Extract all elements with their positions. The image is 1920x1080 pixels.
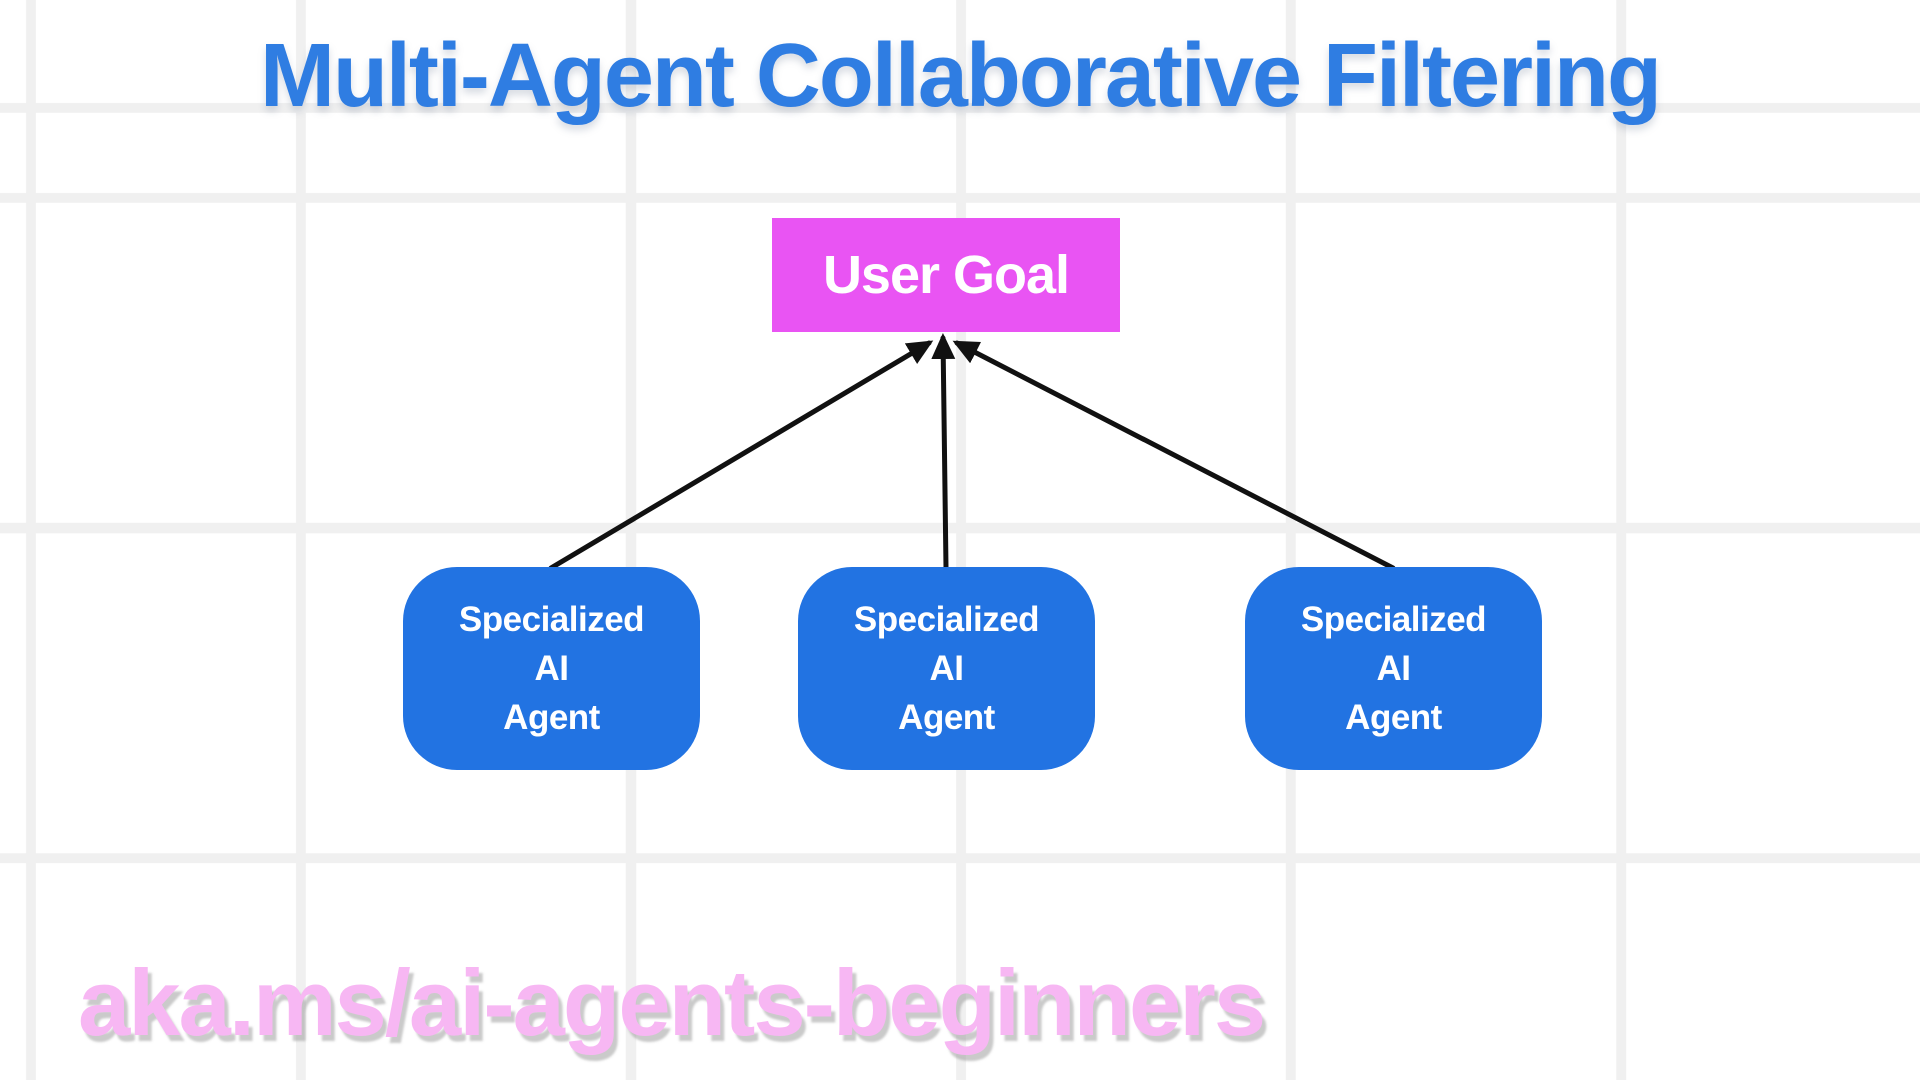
agent-node-3: Specialized AI Agent bbox=[1245, 567, 1542, 770]
agent-node-1: Specialized AI Agent bbox=[403, 567, 700, 770]
slide-title: Multi-Agent Collaborative Filtering bbox=[259, 26, 1662, 126]
agent-node-2-line-2: AI bbox=[929, 649, 965, 688]
footer-url: aka.ms/ai-agents-beginners bbox=[78, 950, 1266, 1055]
agent-node-2: Specialized AI Agent bbox=[798, 567, 1095, 770]
user-goal-node: User Goal bbox=[772, 218, 1120, 332]
agent-node-1-line-1: Specialized bbox=[458, 600, 645, 639]
arrow-agent1-to-goal bbox=[548, 340, 934, 571]
agent-node-1-line-3: Agent bbox=[503, 698, 600, 737]
agent-node-3-line-3: Agent bbox=[1345, 698, 1442, 737]
user-goal-label: User Goal bbox=[822, 245, 1070, 305]
arrow-agent3-to-goal bbox=[952, 340, 1396, 571]
arrow-agent2-to-goal bbox=[931, 333, 956, 571]
agent-node-3-line-2: AI bbox=[1376, 649, 1412, 688]
agent-node-3-line-1: Specialized bbox=[1300, 600, 1487, 639]
agent-node-2-line-1: Specialized bbox=[853, 600, 1040, 639]
agent-node-1-line-2: AI bbox=[534, 649, 570, 688]
agent-node-2-line-3: Agent bbox=[898, 698, 995, 737]
